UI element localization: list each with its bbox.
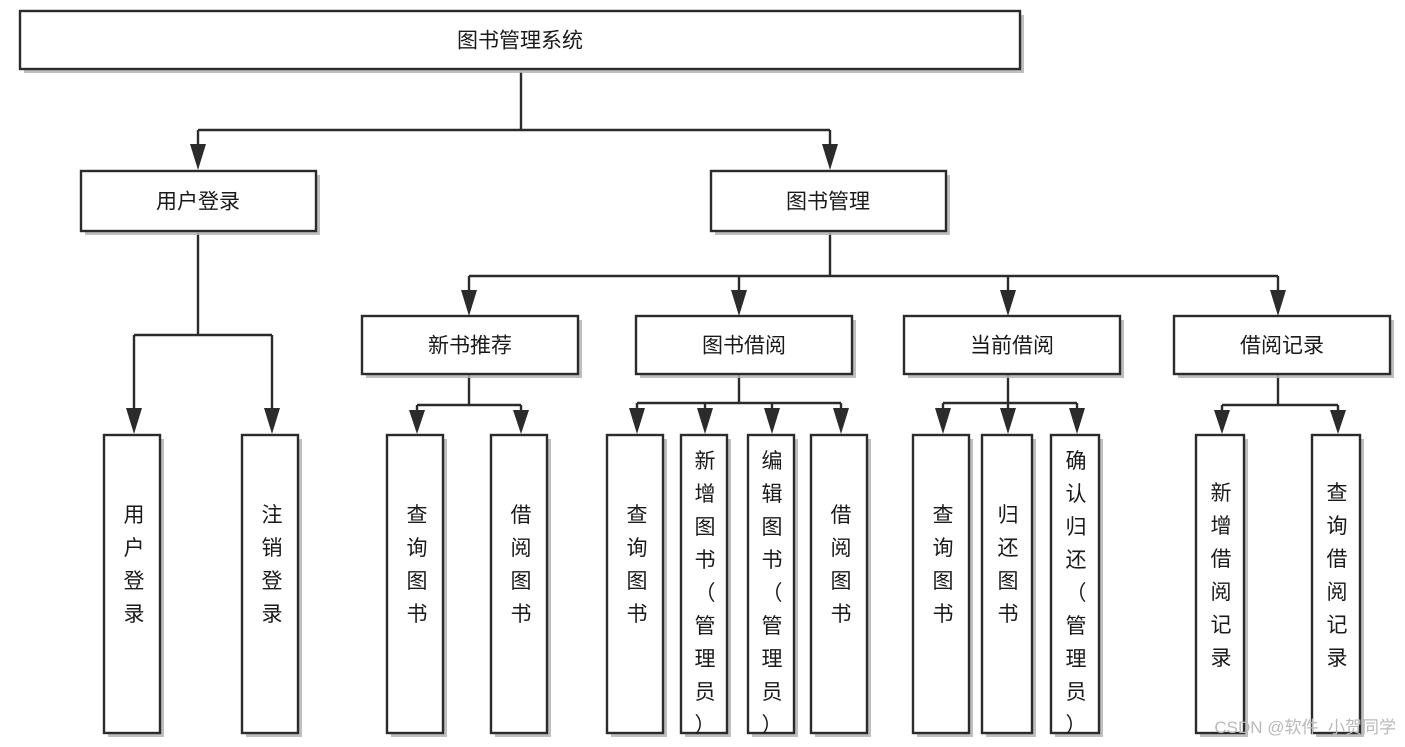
csdn-watermark: CSDN @软件_小贺同学 — [1214, 718, 1396, 737]
connector-group-root-to-level2 — [190, 72, 838, 170]
current-borrow-box — [902, 314, 1122, 376]
connector-group-user-login-to-leaves — [126, 233, 280, 434]
arrow-head-to-bb-query — [629, 408, 645, 434]
leaf-node-cb-query-book[interactable]: 查询图书 — [911, 433, 973, 737]
leaf-node-logout[interactable]: 注销登录 — [240, 433, 302, 737]
arrow-head-to-current-borrow — [1000, 290, 1016, 316]
arrow-head-to-leaf-logout — [264, 408, 280, 434]
leaf-node-cb-return-book[interactable]: 归还图书 — [980, 433, 1036, 737]
arrow-head-to-cb-confirm — [1069, 408, 1085, 434]
new-book-recommend-label: 新书推荐 — [428, 335, 512, 358]
leaf-nb-query-box — [385, 433, 445, 735]
leaf-cb-query-label: 查询图书 — [933, 504, 954, 626]
connector-group-new-book-to-leaves — [409, 375, 529, 434]
node-current-borrow[interactable]: 当前借阅 — [902, 314, 1124, 378]
leaf-br-add-box — [1194, 433, 1246, 735]
leaf-cb-return-box — [980, 433, 1034, 735]
node-new-book-recommend[interactable]: 新书推荐 — [360, 314, 582, 378]
connector-group-book-manage-to-level3 — [461, 233, 1286, 316]
arrow-head-to-new-book — [461, 290, 477, 316]
node-book-borrow[interactable]: 图书借阅 — [634, 314, 856, 378]
leaf-node-nb-query-book[interactable]: 查询图书 — [385, 433, 447, 737]
leaf-node-bb-add-book[interactable]: 新增图书（管理员） — [679, 433, 731, 737]
leaf-cb-return-label: 归还图书 — [998, 504, 1019, 626]
arrow-head-to-bb-add — [697, 408, 713, 434]
leaf-cb-confirm-label: 确认归还（管理员） — [1066, 450, 1087, 737]
leaf-bb-borrow-label: 借阅图书 — [831, 504, 852, 626]
node-user-login[interactable]: 用户登录 — [79, 169, 320, 235]
arrow-head-to-nb-query — [409, 410, 425, 434]
leaf-node-bb-query-book[interactable]: 查询图书 — [605, 433, 667, 737]
node-book-management[interactable]: 图书管理 — [709, 169, 950, 235]
borrow-record-box — [1172, 314, 1392, 376]
book-borrow-label: 图书借阅 — [702, 335, 786, 358]
arrow-head-to-book-manage — [822, 144, 838, 170]
node-root-book-management-system[interactable]: 图书管理系统 — [18, 9, 1024, 73]
leaf-nb-borrow-box — [489, 433, 549, 735]
arrow-head-to-bb-borrow — [833, 408, 849, 434]
root-box — [18, 9, 1022, 71]
leaf-user-login-box — [102, 433, 162, 735]
leaf-node-cb-confirm-return[interactable]: 确认归还（管理员） — [1049, 433, 1103, 737]
arrow-head-to-book-borrow — [731, 290, 747, 316]
user-login-label: 用户登录 — [156, 191, 240, 214]
arrow-head-to-br-add — [1214, 410, 1230, 434]
connector-group-borrow-record-to-leaves — [1214, 375, 1346, 434]
leaf-logout-label: 注销登录 — [262, 504, 283, 626]
arrow-head-to-nb-borrow — [513, 410, 529, 434]
leaf-cb-confirm-box — [1049, 433, 1101, 735]
leaf-bb-query-label: 查询图书 — [627, 504, 648, 626]
leaf-logout-box — [240, 433, 300, 735]
leaf-nb-query-label: 查询图书 — [407, 504, 428, 626]
arrow-head-to-leaf-user-login — [126, 408, 142, 434]
root-label: 图书管理系统 — [457, 30, 583, 53]
leaf-bb-borrow-box — [809, 433, 869, 735]
connector-group-current-borrow-to-leaves — [935, 375, 1085, 434]
borrow-record-label: 借阅记录 — [1240, 335, 1324, 358]
leaf-bb-edit-label: 编辑图书（管理员） — [762, 450, 783, 737]
leaf-user-login-label: 用户登录 — [124, 504, 145, 626]
book-management-box — [709, 169, 948, 233]
leaf-node-br-add-record[interactable]: 新增借阅记录 — [1194, 433, 1248, 737]
arrow-head-to-user-login — [190, 144, 206, 170]
leaf-node-user-login[interactable]: 用户登录 — [102, 433, 164, 737]
leaf-node-bb-borrow-book[interactable]: 借阅图书 — [809, 433, 871, 737]
leaf-nb-borrow-label: 借阅图书 — [511, 504, 532, 626]
leaf-cb-query-box — [911, 433, 971, 735]
leaf-bb-add-label: 新增图书（管理员） — [695, 450, 716, 737]
leaf-bb-query-box — [605, 433, 665, 735]
leaf-br-query-label: 查询借阅记录 — [1327, 482, 1348, 670]
arrow-head-to-bb-edit — [764, 408, 780, 434]
arrow-head-to-cb-query — [935, 408, 951, 434]
arrow-head-to-br-query — [1330, 410, 1346, 434]
leaf-node-bb-edit-book[interactable]: 编辑图书（管理员） — [746, 433, 798, 737]
book-borrow-box — [634, 314, 854, 376]
leaf-node-br-query-record[interactable]: 查询借阅记录 — [1310, 433, 1364, 737]
node-borrow-record[interactable]: 借阅记录 — [1172, 314, 1394, 378]
leaf-br-add-label: 新增借阅记录 — [1211, 482, 1232, 670]
new-book-recommend-box — [360, 314, 580, 376]
user-login-box — [79, 169, 318, 233]
arrow-head-to-borrow-record — [1270, 290, 1286, 316]
leaf-bb-add-box — [679, 433, 729, 735]
arrow-head-to-cb-return — [1000, 408, 1016, 434]
book-management-label: 图书管理 — [786, 191, 870, 214]
connector-group-book-borrow-to-leaves — [629, 375, 849, 434]
current-borrow-label: 当前借阅 — [970, 335, 1054, 358]
leaf-bb-edit-box — [746, 433, 796, 735]
leaf-node-nb-borrow-book[interactable]: 借阅图书 — [489, 433, 551, 737]
leaf-br-query-box — [1310, 433, 1362, 735]
